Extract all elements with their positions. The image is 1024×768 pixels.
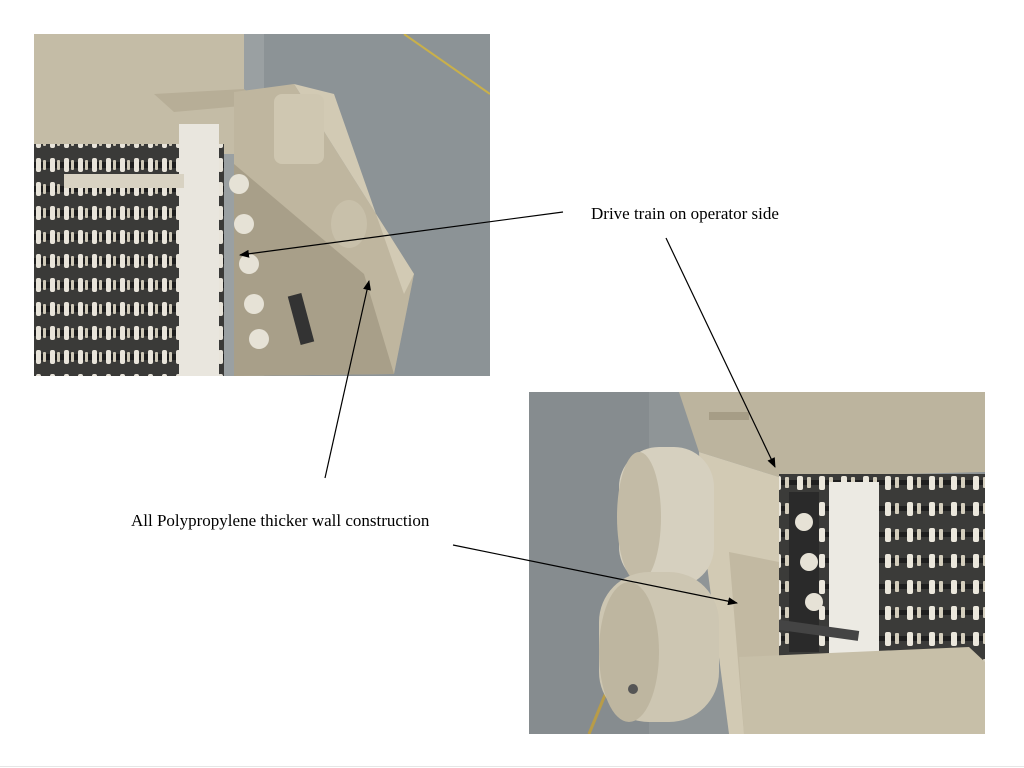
photo-motor-wall-construction	[529, 392, 985, 734]
drive-train-label: Drive train on operator side	[591, 204, 779, 223]
photo-drive-train-housing	[34, 34, 490, 376]
footer-divider	[0, 766, 1024, 767]
wall-construction-label: All Polypropylene thicker wall construct…	[131, 511, 430, 530]
